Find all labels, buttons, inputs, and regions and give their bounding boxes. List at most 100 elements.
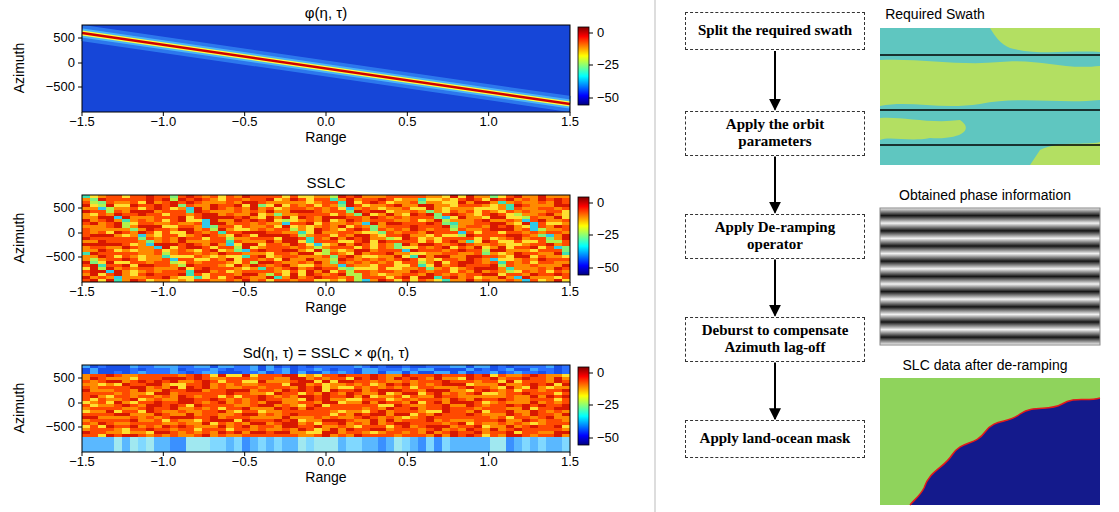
speckle-cell xyxy=(386,249,394,252)
speckle-cell xyxy=(490,276,498,279)
speckle-cell xyxy=(322,255,330,258)
speckle-cell xyxy=(562,219,570,222)
speckle-cell xyxy=(138,258,146,261)
speckle-cell xyxy=(490,204,498,207)
speckle-cell xyxy=(522,201,530,204)
speckle-cell xyxy=(234,273,242,276)
speckle-cell xyxy=(346,264,354,267)
speckle-cell xyxy=(354,261,362,264)
speckle-cell xyxy=(562,225,570,228)
speckle-cell xyxy=(378,213,386,216)
speckle-cell xyxy=(114,246,122,249)
speckle-cell xyxy=(378,276,386,279)
speckle-cell xyxy=(194,270,202,273)
speckle-cell xyxy=(146,270,154,273)
speckle-cell xyxy=(450,225,458,228)
speckle-cell xyxy=(386,267,394,270)
speckle-cell xyxy=(250,270,258,273)
speckle-cell xyxy=(106,273,114,276)
speckle-cell xyxy=(450,213,458,216)
speckle-cell xyxy=(514,216,522,219)
speckle-cell xyxy=(210,207,218,210)
speckle-cell xyxy=(274,255,282,258)
speckle-cell xyxy=(258,240,266,243)
speckle-cell xyxy=(354,198,362,201)
speckle-cell xyxy=(170,252,178,255)
speckle-cell xyxy=(362,270,370,273)
speckle-cell xyxy=(362,273,370,276)
speckle-cell xyxy=(290,231,298,234)
speckle-cell xyxy=(178,273,186,276)
speckle-cell xyxy=(426,261,434,264)
speckle-cell xyxy=(162,210,170,213)
speckle-cell xyxy=(154,371,162,374)
speckle-cell xyxy=(178,198,186,201)
speckle-cell xyxy=(178,255,186,258)
speckle-cell xyxy=(514,228,522,231)
speckle-cell xyxy=(474,216,482,219)
speckle-cell xyxy=(178,237,186,240)
speckle-cell xyxy=(402,240,410,243)
speckle-cell xyxy=(82,267,90,270)
speckle-cell xyxy=(514,207,522,210)
speckle-cell xyxy=(482,216,490,219)
speckle-cell xyxy=(402,249,410,252)
speckle-cell xyxy=(466,225,474,228)
speckle-cell xyxy=(210,267,218,270)
speckle-cell xyxy=(186,249,194,252)
speckle-cell xyxy=(122,240,130,243)
speckle-cell xyxy=(418,264,426,267)
speckle-cell xyxy=(202,204,210,207)
speckle-cell xyxy=(442,273,450,276)
speckle-cell xyxy=(554,267,562,270)
speckle-cell xyxy=(410,368,418,371)
speckle-cell xyxy=(130,219,138,222)
speckle-cell xyxy=(474,270,482,273)
speckle-cell xyxy=(130,261,138,264)
speckle-cell xyxy=(242,201,250,204)
speckle-cell xyxy=(234,255,242,258)
speckle-cell xyxy=(330,243,338,246)
speckle-cell xyxy=(234,249,242,252)
speckle-cell xyxy=(330,276,338,279)
speckle-cell xyxy=(474,273,482,276)
speckle-cell xyxy=(506,198,514,201)
speckle-cell xyxy=(458,264,466,267)
speckle-cell xyxy=(482,243,490,246)
speckle-cell xyxy=(130,264,138,267)
speckle-cell xyxy=(250,258,258,261)
speckle-cell xyxy=(402,231,410,234)
speckle-cell xyxy=(250,368,258,371)
speckle-cell xyxy=(82,234,90,237)
speckle-cell xyxy=(514,222,522,225)
speckle-cell xyxy=(466,234,474,237)
speckle-cell xyxy=(130,216,138,219)
speckle-cell xyxy=(178,234,186,237)
speckle-cell xyxy=(162,270,170,273)
speckle-cell xyxy=(450,201,458,204)
speckle-cell xyxy=(82,213,90,216)
speckle-cell xyxy=(178,228,186,231)
speckle-cell xyxy=(98,273,106,276)
speckle-cell xyxy=(82,243,90,246)
speckle-cell xyxy=(330,198,338,201)
speckle-cell xyxy=(506,276,514,279)
speckle-cell xyxy=(202,368,210,371)
speckle-cell xyxy=(538,255,546,258)
speckle-cell xyxy=(322,258,330,261)
speckle-cell xyxy=(154,237,162,240)
speckle-cell xyxy=(522,204,530,207)
speckle-cell xyxy=(370,267,378,270)
speckle-cell xyxy=(386,374,394,377)
speckle-cell xyxy=(274,231,282,234)
speckle-cell xyxy=(194,240,202,243)
speckle-cell xyxy=(98,216,106,219)
speckle-cell xyxy=(554,252,562,255)
speckle-cell xyxy=(394,237,402,240)
speckle-cell xyxy=(282,243,290,246)
speckle-cell xyxy=(546,255,554,258)
speckle-cell xyxy=(242,258,250,261)
speckle-cell xyxy=(202,237,210,240)
speckle-cell xyxy=(226,270,234,273)
speckle-cell xyxy=(298,261,306,264)
